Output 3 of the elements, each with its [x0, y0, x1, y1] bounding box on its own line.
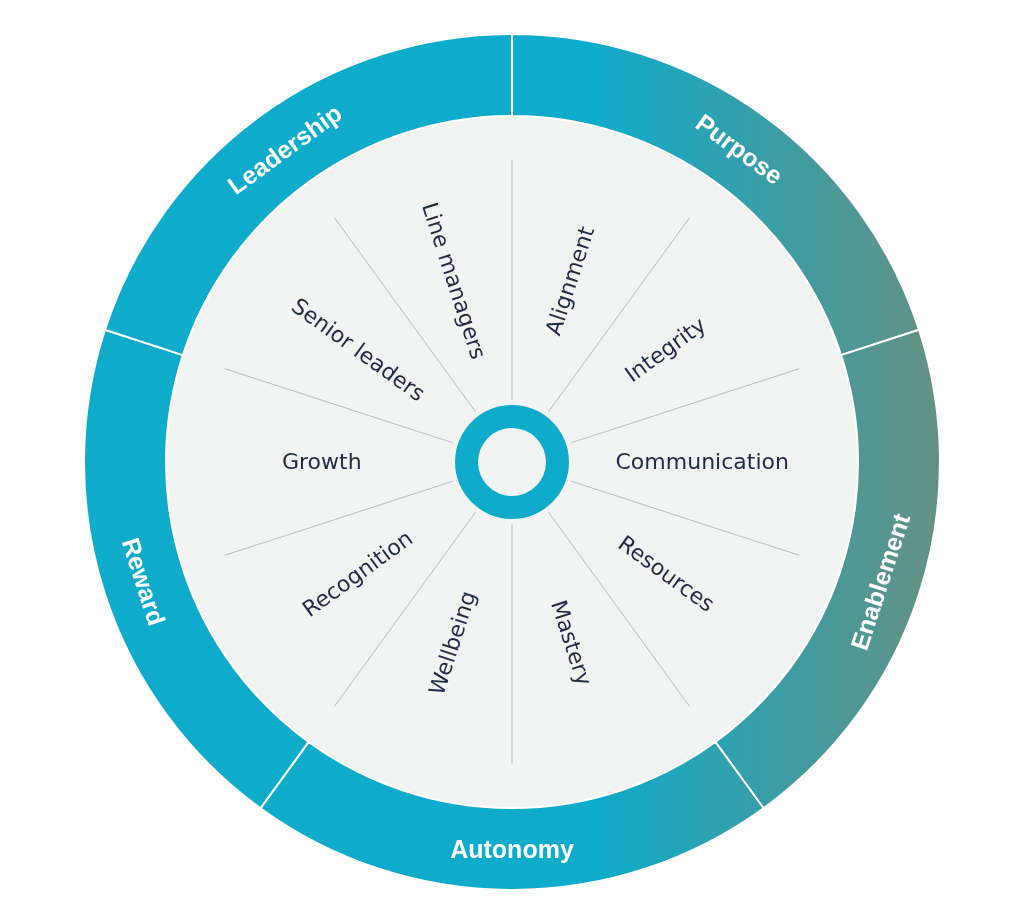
segment-label: Autonomy — [450, 835, 574, 863]
spoke-label: Communication — [615, 448, 789, 476]
spoke-label: Growth — [282, 448, 362, 476]
